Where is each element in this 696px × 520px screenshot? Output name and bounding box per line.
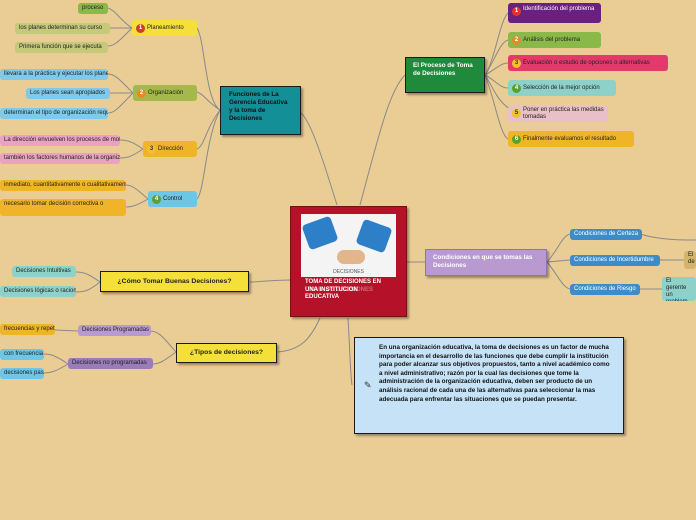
- step-4-label: Selección de la mejor opción: [523, 85, 600, 91]
- step-2-icon: 2: [512, 36, 521, 45]
- step-3-label: Evaluación o estudio de opciones o alter…: [523, 60, 650, 66]
- planeamiento-item-2[interactable]: los planes determinan su curso: [15, 23, 110, 34]
- condiciones-title: Condiciones en que se tomas las Decision…: [433, 254, 532, 269]
- organizacion-item-3[interactable]: determinan el tipo de organización reque…: [0, 108, 108, 119]
- control-item-2[interactable]: necesario tomar decisión correctiva o: [0, 199, 126, 216]
- tipos-topic[interactable]: ¿Tipos de decisiones?: [176, 343, 277, 363]
- step-6-label: Finalmente evaluamos el resultado: [523, 136, 616, 142]
- step-1-label: Identificación del problema: [523, 6, 594, 12]
- organizacion-item-1[interactable]: llevara a la práctica y ejecutar los pla…: [0, 69, 108, 80]
- central-topic[interactable]: DECISIONES TOMA DE DECISIONES TOMA DE DE…: [290, 206, 407, 317]
- organizacion-item-2[interactable]: Los planes sean apropiados: [26, 88, 110, 99]
- step-5-label: Poner en práctica las medidas tomadas: [523, 107, 604, 120]
- note-box[interactable]: ✎ En una organización educativa, la toma…: [354, 337, 624, 434]
- proceso-topic[interactable]: El Proceso de Toma de Decisiones: [405, 57, 485, 93]
- no-programadas-item-1[interactable]: con frecuencia: [0, 349, 44, 360]
- como-topic[interactable]: ¿Cómo Tomar Buenas Decisiones?: [100, 271, 249, 292]
- control-label: Control: [163, 196, 182, 202]
- funciones-title: Funciones de La Gerencia Educativa y la …: [229, 91, 287, 122]
- tipos-programadas[interactable]: Decisiones Programadas: [78, 325, 151, 336]
- handshake-icon: [337, 250, 365, 264]
- organizacion-label: Organización: [148, 90, 183, 96]
- note-text: En una organización educativa, la toma d…: [379, 344, 610, 403]
- condiciones-topic[interactable]: Condiciones en que se tomas las Decision…: [425, 249, 547, 276]
- num-1-icon: 1: [136, 24, 145, 33]
- planeamiento-item-3[interactable]: Primera función que se ejecuta: [15, 42, 108, 53]
- num-4-icon: 4: [152, 195, 161, 204]
- direccion-label: Dirección: [158, 146, 183, 152]
- step-6-icon: 6: [512, 135, 521, 144]
- step-4-icon: 4: [512, 84, 521, 93]
- central-image-caption: DECISIONES: [301, 269, 396, 275]
- puzzle-left-icon: [301, 216, 338, 251]
- puzzle-right-icon: [355, 219, 392, 254]
- planeamiento-label: Planeamiento: [147, 25, 184, 31]
- control-item-1[interactable]: inmediato, cuantitativamente o cualitati…: [0, 180, 126, 191]
- incertidumbre-note[interactable]: El de: [684, 251, 696, 269]
- step-2-label: Análisis del problema: [523, 37, 580, 43]
- step-5-icon: 5: [512, 109, 521, 118]
- num-3-icon: 3: [147, 145, 156, 154]
- central-image: DECISIONES: [301, 214, 396, 277]
- condiciones-certeza[interactable]: Condiciones de Certeza: [570, 229, 642, 240]
- num-2-icon: 2: [137, 89, 146, 98]
- riesgo-note[interactable]: El gerente un problem hechos, ide: [662, 277, 696, 301]
- como-intuitivas[interactable]: Decisiones Intuitivas: [12, 266, 76, 277]
- condiciones-incertidumbre[interactable]: Condiciones de Incertidumbre: [570, 255, 660, 266]
- pencil-icon: ✎: [364, 380, 372, 391]
- tipos-no-programadas[interactable]: Decisiones no programadas: [68, 358, 153, 369]
- no-programadas-item-2[interactable]: decisiones pasadas: [0, 368, 44, 379]
- direccion-item-1[interactable]: La dirección envuelven los procesos de m…: [0, 135, 120, 146]
- step-1-icon: 1: [512, 7, 521, 16]
- central-title: TOMA DE DECISIONES EN UNA INSTITUCION ED…: [305, 279, 393, 302]
- programadas-item-1[interactable]: frecuencias y repetitivas: [0, 324, 55, 335]
- planeamiento-item-1[interactable]: proceso: [78, 3, 108, 14]
- step-3-icon: 3: [512, 59, 521, 68]
- como-logicas[interactable]: Decisiones lógicas o racionales: [0, 286, 76, 297]
- condiciones-riesgo[interactable]: Condiciones de Riesgo: [570, 284, 640, 295]
- direccion-item-2[interactable]: también los factores humanos de la organ…: [0, 153, 120, 164]
- proceso-title: El Proceso de Toma de Decisiones: [413, 62, 473, 77]
- funciones-topic[interactable]: Funciones de La Gerencia Educativa y la …: [220, 86, 301, 135]
